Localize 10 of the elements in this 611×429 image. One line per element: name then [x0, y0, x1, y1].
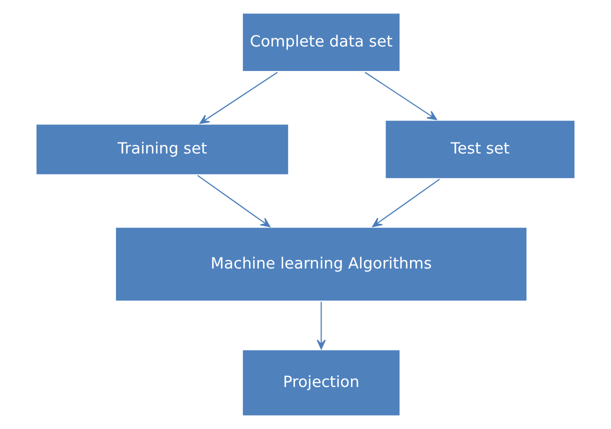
node-box: Projection [240, 348, 402, 418]
arrow [197, 175, 270, 228]
node-box: Machine learning Algorithms [114, 226, 529, 303]
node-box: Complete data set [240, 11, 402, 74]
arrow [372, 178, 440, 228]
arrow [200, 72, 278, 124]
arrow [316, 302, 326, 350]
node-box: Test set [384, 118, 577, 180]
node-box: Training set [34, 122, 290, 176]
arrow [364, 72, 437, 120]
